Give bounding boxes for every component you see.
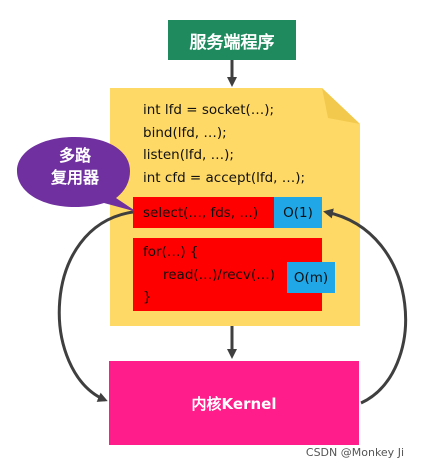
arrow-select-to-kernel — [57, 210, 134, 402]
arrow-kernel-to-select — [323, 208, 408, 405]
select-call-box: select(…, fds, …) — [133, 197, 274, 228]
loop-body: read(…)/recv(…) — [163, 267, 275, 283]
kernel-box: 内核Kernel — [109, 361, 359, 445]
code-lines: int lfd = socket(…); bind(lfd, …); liste… — [143, 99, 305, 189]
code-line-bind: bind(lfd, …); — [143, 124, 227, 141]
loop-close: } — [143, 289, 152, 305]
select-call-label: select(…, fds, …) — [143, 204, 259, 221]
multiplexer-label-line2: 复用器 — [50, 168, 99, 187]
watermark: CSDN @Monkey Ji — [305, 446, 404, 459]
document-fold — [322, 88, 360, 124]
code-line-listen: listen(lfd, …); — [143, 147, 234, 163]
multiplexer-bubble — [17, 137, 137, 212]
loop-open: for(…) { — [143, 244, 199, 260]
multiplexer-label: 多路 复用器 — [20, 145, 130, 189]
code-line-socket: int lfd = socket(…); — [143, 102, 275, 118]
select-complexity-badge: O(1) — [274, 197, 322, 228]
loop-complexity-badge: O(m) — [287, 262, 335, 293]
multiplexer-label-line1: 多路 — [58, 146, 91, 165]
code-line-accept: int cfd = accept(lfd, …); — [143, 169, 306, 186]
server-program-title: 服务端程序 — [168, 20, 296, 60]
